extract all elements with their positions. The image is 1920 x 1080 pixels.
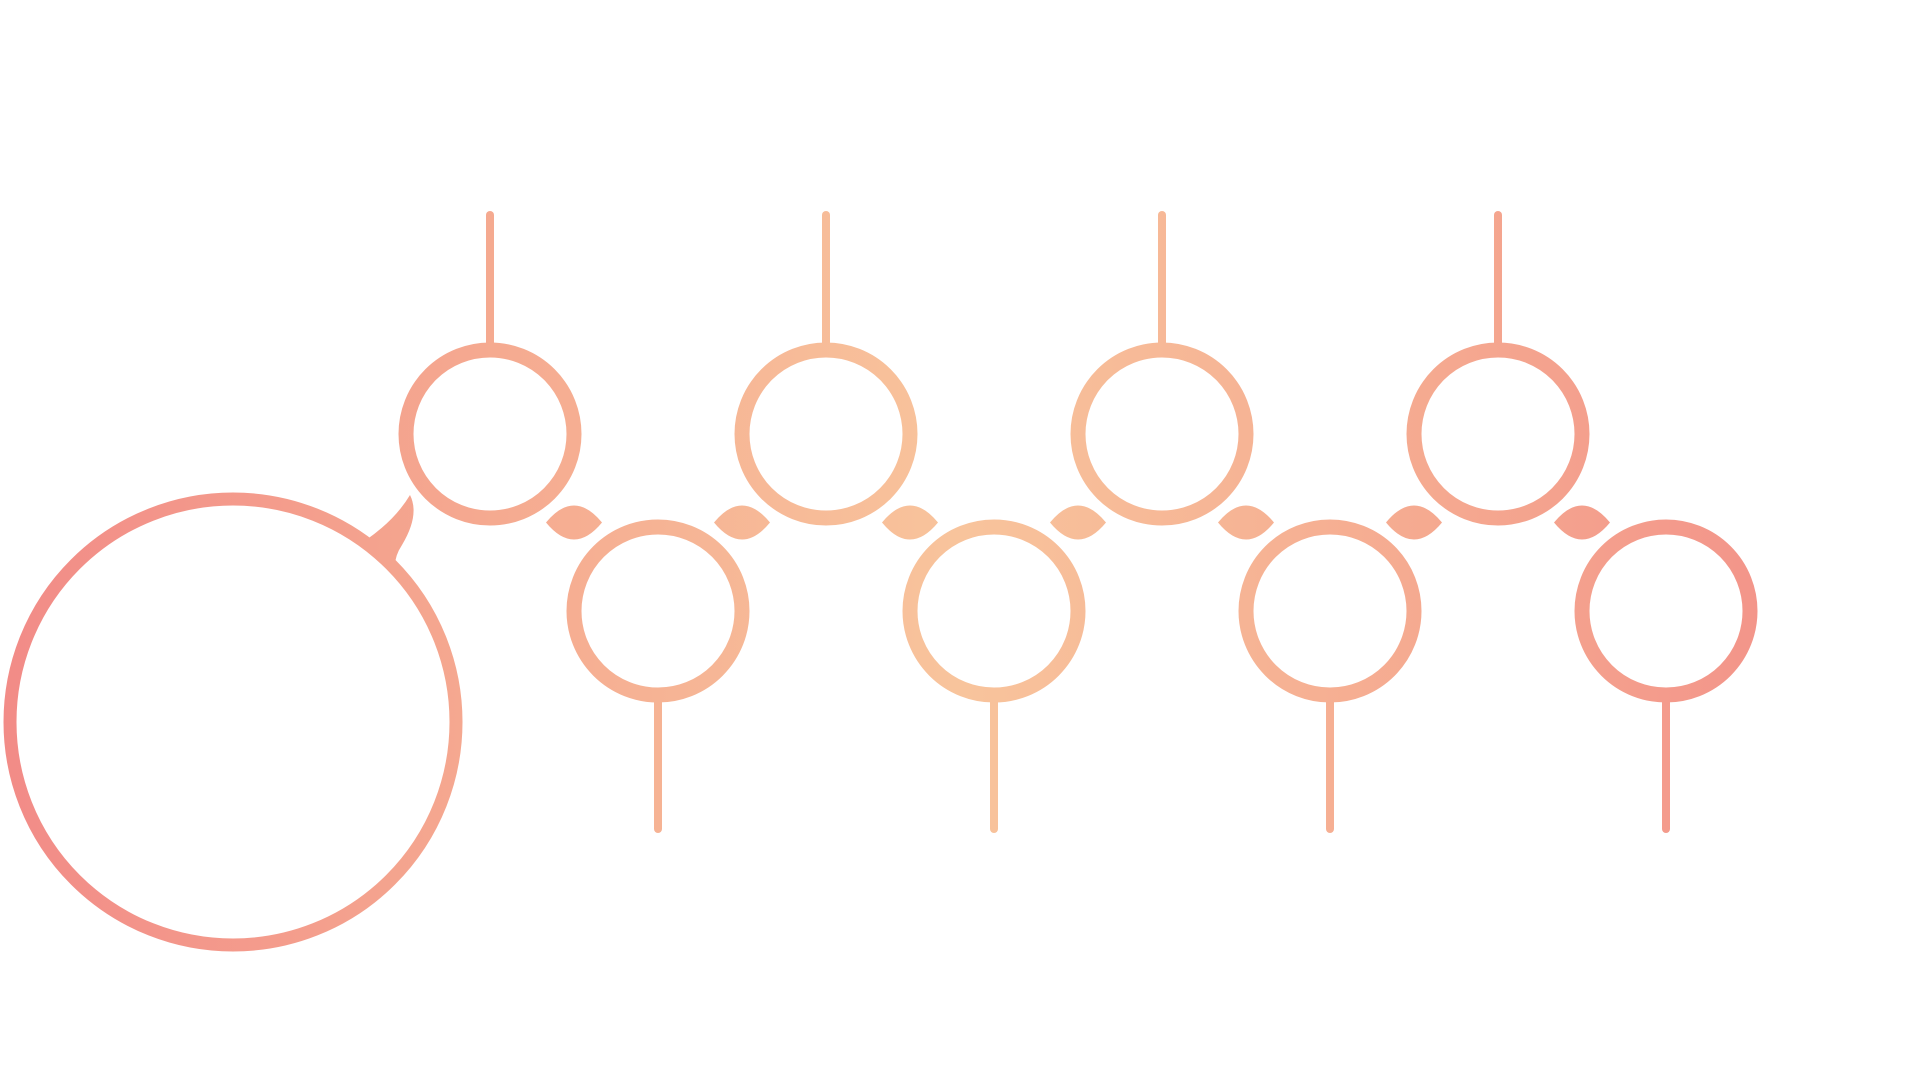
connector-bridge	[1554, 505, 1610, 540]
connector-bridge	[546, 505, 602, 540]
connector-bridge	[1218, 505, 1274, 540]
node-inner	[1254, 535, 1406, 687]
node-inner	[918, 535, 1070, 687]
node-inner	[750, 358, 902, 510]
hub-ring	[3, 492, 463, 952]
node-inner	[1086, 358, 1238, 510]
connector-bridge	[714, 505, 770, 540]
node-inner	[1422, 358, 1574, 510]
connector-shapes	[366, 495, 1610, 575]
node-inner	[1590, 535, 1742, 687]
connector-bridge	[1386, 505, 1442, 540]
stem-lines	[486, 211, 1670, 833]
connector-bridge	[882, 505, 938, 540]
connector-hub	[366, 495, 414, 575]
connector-bridge	[1050, 505, 1106, 540]
node-inner	[414, 358, 566, 510]
node-rings	[3, 342, 1758, 952]
node-inner	[582, 535, 734, 687]
